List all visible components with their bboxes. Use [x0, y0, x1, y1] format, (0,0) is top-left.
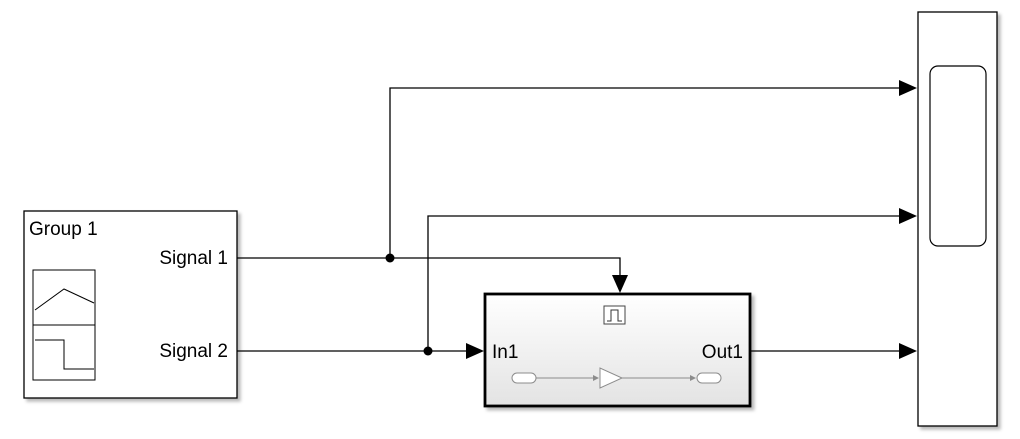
scope-display-icon — [929, 65, 987, 247]
signal-1-branch-to-scope[interactable] — [389, 87, 900, 258]
waveform-icon — [32, 269, 96, 381]
gain-icon — [599, 367, 624, 389]
signal-2-branch-to-scope[interactable] — [427, 215, 900, 351]
signal-builder-block[interactable]: Group 1 Signal 1 Signal 2 — [23, 210, 238, 399]
in1-port-label: In1 — [492, 342, 518, 363]
arrowhead-scope-in-2 — [899, 208, 917, 224]
branch-point-signal-1 — [385, 253, 395, 263]
outport-icon — [696, 372, 722, 384]
signal-1-port-label: Signal 1 — [159, 248, 228, 269]
signal-lines — [237, 87, 900, 352]
out1-port-label: Out1 — [702, 342, 743, 363]
triggered-subsystem-block[interactable]: In1 Out1 — [483, 292, 752, 408]
inport-icon — [511, 372, 537, 384]
trigger-icon — [603, 305, 626, 325]
signal-1-line[interactable] — [237, 257, 621, 276]
signal-2-port-label: Signal 2 — [159, 341, 228, 362]
branch-point-signal-2 — [423, 346, 433, 356]
scope-block[interactable] — [917, 11, 998, 427]
arrowhead-scope-in-3 — [899, 343, 917, 359]
group-label: Group 1 — [29, 219, 98, 240]
arrowhead-trigger — [612, 275, 628, 293]
inner-model-icon — [511, 367, 722, 389]
arrowhead-scope-in-1 — [899, 80, 917, 96]
arrowhead-subsystem-in1 — [466, 343, 484, 359]
